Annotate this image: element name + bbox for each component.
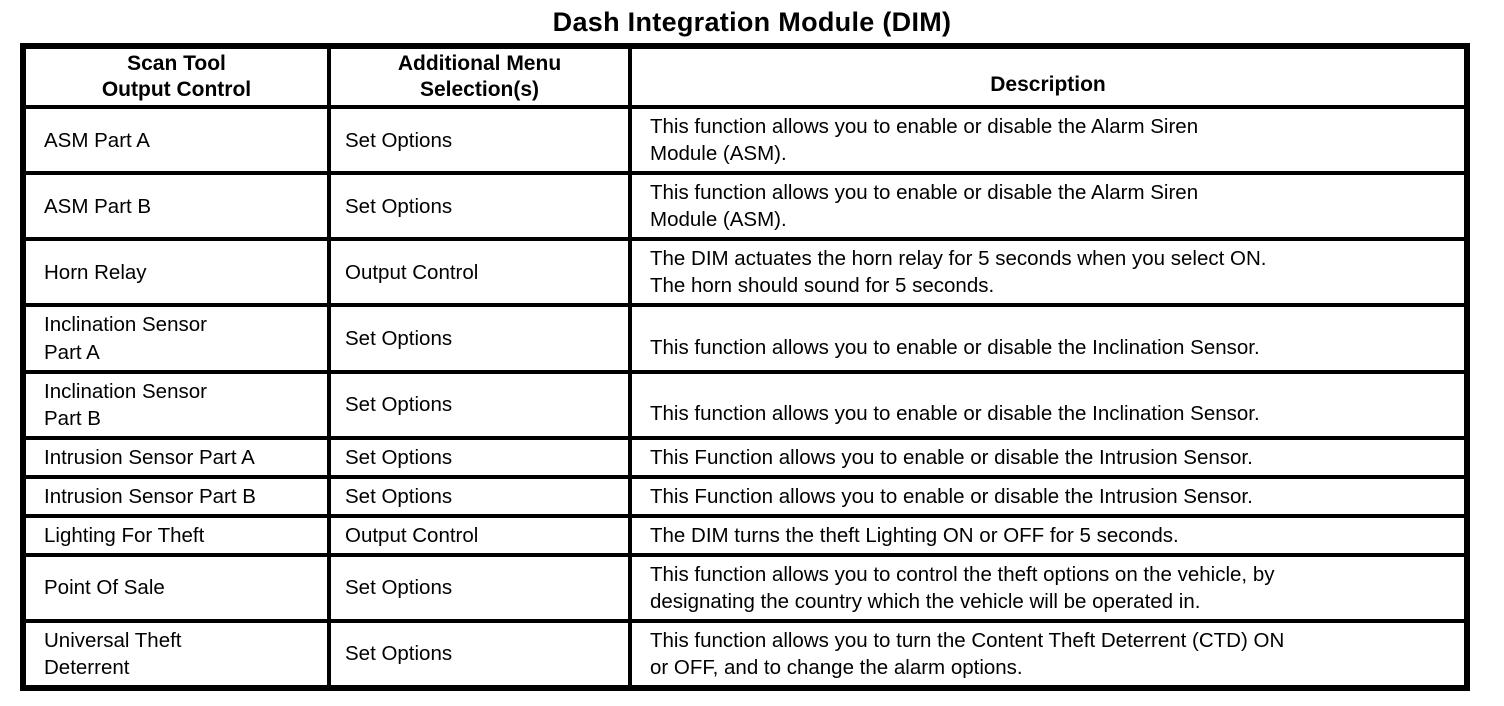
cell-menu: Set Options xyxy=(327,303,632,374)
cell-control: Horn Relay xyxy=(21,237,331,308)
table-row: Intrusion Sensor Part A Set Options This… xyxy=(21,435,1469,479)
cell-menu: Set Options xyxy=(327,171,632,242)
cell-menu: Set Options xyxy=(327,369,632,440)
header-description: Description xyxy=(628,43,1469,110)
table-header: Scan Tool Output Control Additional Menu… xyxy=(21,43,1469,110)
cell-control: Intrusion Sensor Part B xyxy=(21,474,331,518)
cell-description: This Function allows you to enable or di… xyxy=(628,435,1469,479)
cell-control: Lighting For Theft xyxy=(21,513,331,557)
dim-table: Scan Tool Output Control Additional Menu… xyxy=(20,42,1470,691)
cell-control: ASM Part B xyxy=(21,171,331,242)
header-additional-menu-selections: Additional Menu Selection(s) xyxy=(327,43,632,110)
cell-menu: Set Options xyxy=(327,435,632,479)
cell-menu: Output Control xyxy=(327,237,632,308)
table-row: Inclination Sensor Part A Set Options Th… xyxy=(21,303,1469,374)
cell-menu: Set Options xyxy=(327,618,632,690)
cell-description: This function allows you to control the … xyxy=(628,552,1469,623)
table-row: Intrusion Sensor Part B Set Options This… xyxy=(21,474,1469,518)
cell-description: This function allows you to turn the Con… xyxy=(628,618,1469,690)
cell-menu: Set Options xyxy=(327,552,632,623)
cell-description: This function allows you to enable or di… xyxy=(628,369,1469,440)
cell-control: Universal Theft Deterrent xyxy=(21,618,331,690)
header-row: Scan Tool Output Control Additional Menu… xyxy=(21,43,1469,110)
cell-description: This function allows you to enable or di… xyxy=(628,303,1469,374)
cell-menu: Set Options xyxy=(327,105,632,176)
document-page: Dash Integration Module (DIM) Scan Tool … xyxy=(0,7,1504,706)
cell-description: The DIM actuates the horn relay for 5 se… xyxy=(628,237,1469,308)
table-row: Lighting For Theft Output Control The DI… xyxy=(21,513,1469,557)
table-row: Universal Theft Deterrent Set Options Th… xyxy=(21,618,1469,690)
cell-description: This function allows you to enable or di… xyxy=(628,105,1469,176)
cell-control: Inclination Sensor Part A xyxy=(21,303,331,374)
cell-control: Point Of Sale xyxy=(21,552,331,623)
cell-description: This function allows you to enable or di… xyxy=(628,171,1469,242)
header-scan-tool-output-control: Scan Tool Output Control xyxy=(21,43,331,110)
cell-menu: Output Control xyxy=(327,513,632,557)
cell-menu: Set Options xyxy=(327,474,632,518)
table-row: Point Of Sale Set Options This function … xyxy=(21,552,1469,623)
cell-description: The DIM turns the theft Lighting ON or O… xyxy=(628,513,1469,557)
table-row: Inclination Sensor Part B Set Options Th… xyxy=(21,369,1469,440)
table-row: ASM Part B Set Options This function all… xyxy=(21,171,1469,242)
table-row: Horn Relay Output Control The DIM actuat… xyxy=(21,237,1469,308)
cell-control: Inclination Sensor Part B xyxy=(21,369,331,440)
cell-control: Intrusion Sensor Part A xyxy=(21,435,331,479)
cell-control: ASM Part A xyxy=(21,105,331,176)
table-body: ASM Part A Set Options This function all… xyxy=(21,105,1469,690)
table-row: ASM Part A Set Options This function all… xyxy=(21,105,1469,176)
page-title: Dash Integration Module (DIM) xyxy=(552,7,952,37)
cell-description: This Function allows you to enable or di… xyxy=(628,474,1469,518)
